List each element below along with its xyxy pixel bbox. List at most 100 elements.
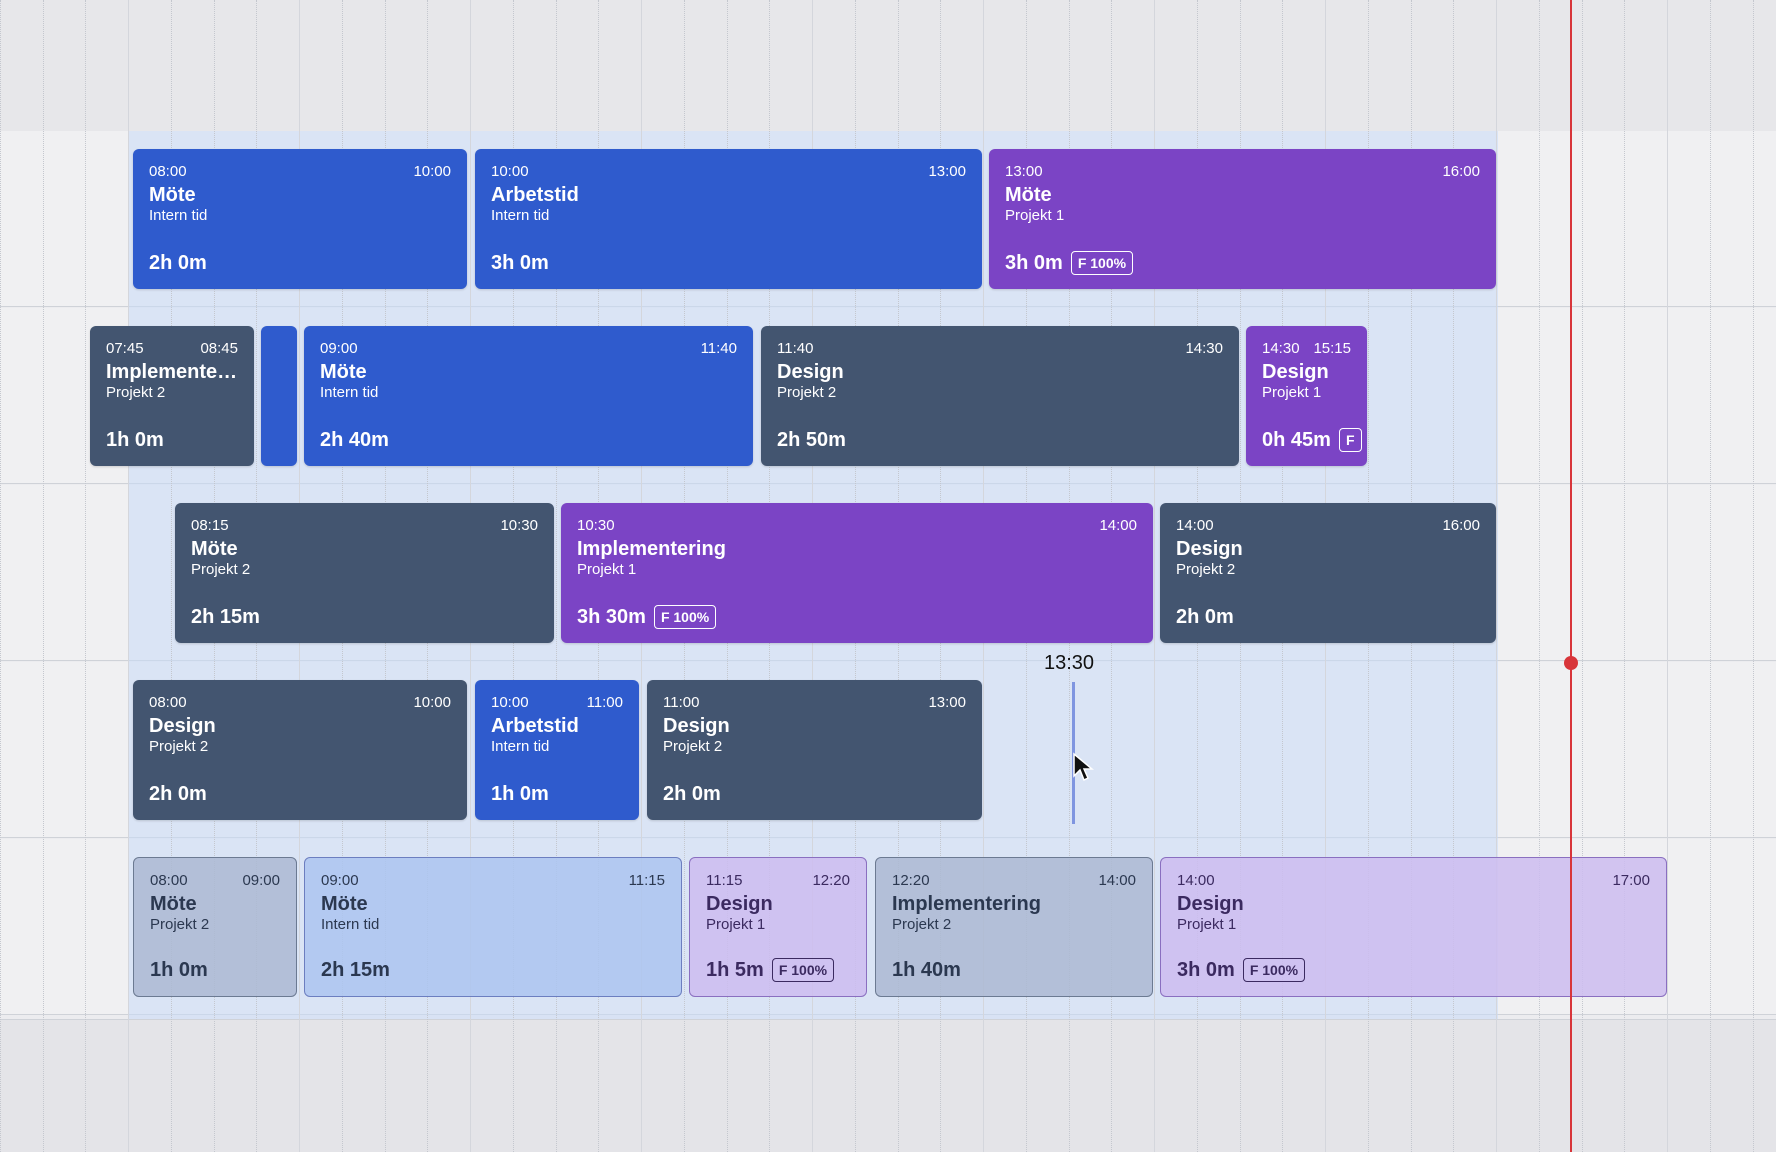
event-billing-badge: F 100%	[1070, 251, 1134, 275]
event-end-time: 11:00	[586, 694, 623, 711]
event-title: Implementering	[892, 893, 1041, 915]
event-end-time: 11:15	[628, 872, 665, 889]
event-project: Intern tid	[320, 384, 379, 401]
current-time-marker	[1564, 656, 1578, 670]
event-title: Design	[777, 361, 844, 383]
event-duration: 0h 45m	[1262, 428, 1331, 451]
event-end-time: 14:00	[1099, 517, 1137, 534]
event-duration: 3h 0m	[1005, 251, 1063, 274]
current-time-line	[1570, 0, 1572, 1152]
event-footer: 1h 40m	[892, 959, 961, 982]
event-title: Möte	[150, 893, 197, 915]
event-duration: 2h 0m	[149, 252, 207, 274]
event-duration: 2h 0m	[149, 783, 207, 805]
event-footer: 2h 15m	[191, 606, 260, 629]
event-title: Möte	[191, 538, 238, 560]
event-billing-badge: F 100%	[653, 605, 717, 629]
event-start-time: 09:00	[321, 872, 359, 889]
event-end-time: 17:00	[1612, 872, 1650, 889]
event-duration: 2h 0m	[663, 783, 721, 805]
event-start-time: 14:30	[1262, 340, 1300, 357]
mouse-cursor-icon	[1073, 752, 1094, 782]
event-start-time: 07:45	[106, 340, 144, 357]
quarter-gridline	[0, 0, 1, 1152]
timeline-footer-band	[0, 1019, 1776, 1152]
quarter-gridline	[85, 0, 87, 1152]
event-start-time: 10:30	[577, 517, 615, 534]
event-end-time: 14:30	[1185, 340, 1223, 357]
quarter-gridline	[170, 0, 172, 1152]
event-start-time: 11:15	[706, 872, 743, 889]
event-end-time: 12:20	[812, 872, 850, 889]
event-project: Projekt 1	[706, 916, 766, 933]
quarter-gridline	[1752, 0, 1754, 1152]
event-title: Design	[149, 715, 216, 737]
event-end-time: 10:00	[413, 694, 451, 711]
event-end-time: 15:15	[1313, 340, 1351, 357]
event-title: Implementering	[577, 538, 726, 560]
event-project: Projekt 1	[577, 561, 637, 578]
event-duration: 3h 0m	[491, 252, 549, 274]
event-card[interactable]	[261, 326, 297, 466]
event-end-time: 16:00	[1442, 163, 1480, 180]
event-end-time: 13:00	[928, 694, 966, 711]
event-footer: 3h 0m	[491, 252, 549, 275]
event-billing-badge: F	[1338, 428, 1362, 452]
event-title: Design	[663, 715, 730, 737]
quarter-gridline	[555, 0, 557, 1152]
event-project: Projekt 2	[892, 916, 952, 933]
event-end-time: 16:00	[1442, 517, 1480, 534]
hour-gridline	[1667, 0, 1668, 1152]
quarter-gridline	[1538, 0, 1540, 1152]
hover-time-label: 13:30	[1044, 652, 1095, 674]
event-project: Intern tid	[321, 916, 380, 933]
event-title: Möte	[321, 893, 368, 915]
event-title: Möte	[1005, 184, 1052, 206]
event-title: Implementer...	[106, 361, 238, 383]
hour-gridline	[1154, 0, 1155, 1152]
event-project: Projekt 2	[106, 384, 166, 401]
event-billing-badge: F 100%	[771, 958, 835, 982]
event-duration: 1h 40m	[892, 959, 961, 981]
event-duration: 1h 0m	[491, 783, 549, 805]
event-duration: 1h 0m	[106, 429, 164, 451]
event-duration: 2h 15m	[321, 959, 390, 981]
event-footer: 2h 0m	[149, 783, 207, 806]
event-end-time: 08:45	[200, 340, 238, 357]
event-duration: 2h 15m	[191, 606, 260, 628]
event-end-time: 10:30	[500, 517, 538, 534]
event-footer: 2h 0m	[663, 783, 721, 806]
quarter-gridline	[42, 0, 44, 1152]
event-project: Projekt 2	[149, 738, 209, 755]
event-title: Möte	[149, 184, 196, 206]
event-project: Projekt 1	[1177, 916, 1237, 933]
event-start-time: 14:00	[1177, 872, 1215, 889]
event-start-time: 10:00	[491, 694, 529, 711]
event-title: Arbetstid	[491, 715, 579, 737]
